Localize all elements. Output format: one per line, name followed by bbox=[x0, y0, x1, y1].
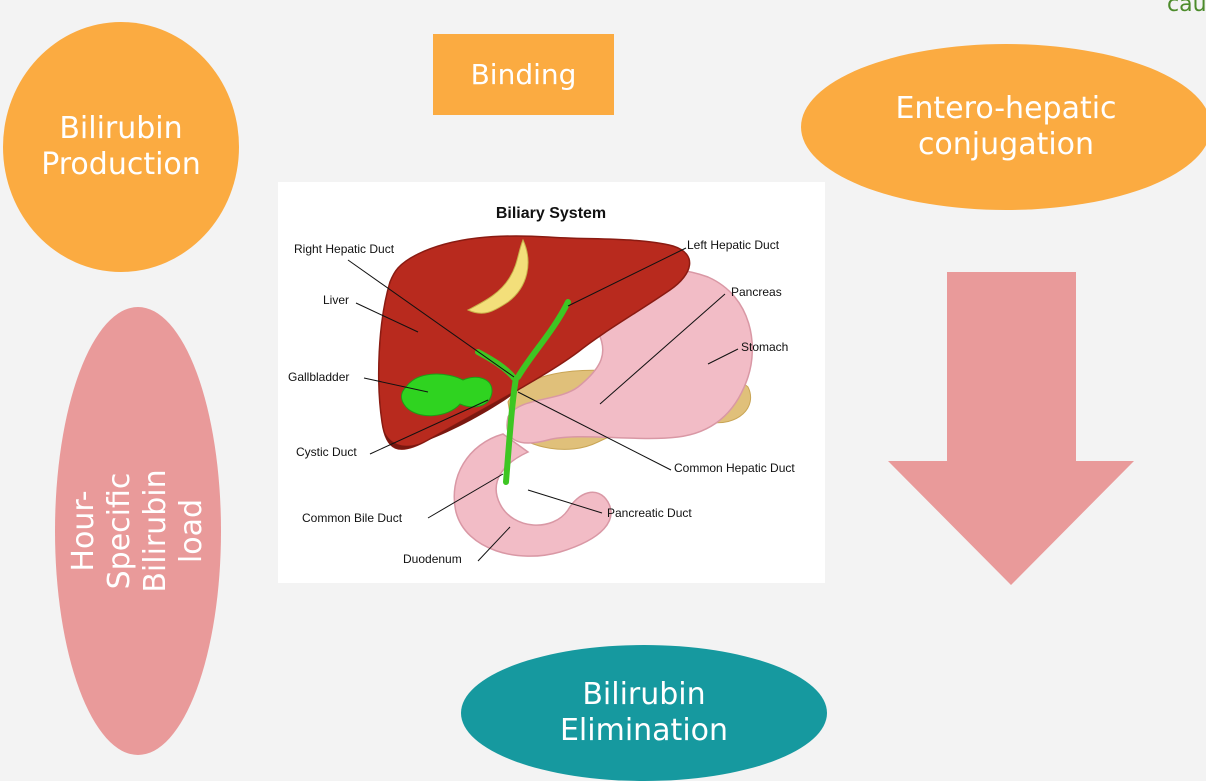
label-pancreas: Pancreas bbox=[731, 285, 782, 299]
label-cystic-duct: Cystic Duct bbox=[296, 445, 357, 459]
biliary-system-figure: Biliary System Right Hepatic Duct Left H… bbox=[278, 182, 825, 583]
label-duodenum: Duodenum bbox=[403, 552, 462, 566]
hour-specific-bilirubin-load-node: Hour- Specific Bilirubin load bbox=[55, 307, 221, 755]
corner-text-fragment: cau bbox=[1167, 0, 1206, 17]
label-liver: Liver bbox=[323, 293, 349, 307]
label-pancreatic-duct: Pancreatic Duct bbox=[607, 506, 692, 520]
label-left-hepatic-duct: Left Hepatic Duct bbox=[687, 238, 780, 252]
label-stomach: Stomach bbox=[741, 340, 788, 354]
down-arrow-icon bbox=[888, 272, 1134, 585]
figure-title: Biliary System bbox=[496, 205, 606, 222]
label-common-hepatic-duct: Common Hepatic Duct bbox=[674, 461, 795, 475]
bilirubin-production-node: Bilirubin Production bbox=[3, 22, 239, 272]
hour-specific-label: Hour- Specific Bilirubin load bbox=[66, 448, 210, 614]
bilirubin-elimination-node: Bilirubin Elimination bbox=[461, 645, 827, 781]
label-right-hepatic-duct: Right Hepatic Duct bbox=[294, 242, 395, 256]
binding-node: Binding bbox=[433, 34, 614, 115]
entero-hepatic-conjugation-node: Entero-hepatic conjugation bbox=[801, 44, 1206, 210]
label-common-bile-duct: Common Bile Duct bbox=[302, 511, 403, 525]
label-gallbladder: Gallbladder bbox=[288, 370, 349, 384]
duodenum-shape bbox=[454, 434, 611, 556]
biliary-system-illustration: Biliary System Right Hepatic Duct Left H… bbox=[278, 182, 825, 583]
